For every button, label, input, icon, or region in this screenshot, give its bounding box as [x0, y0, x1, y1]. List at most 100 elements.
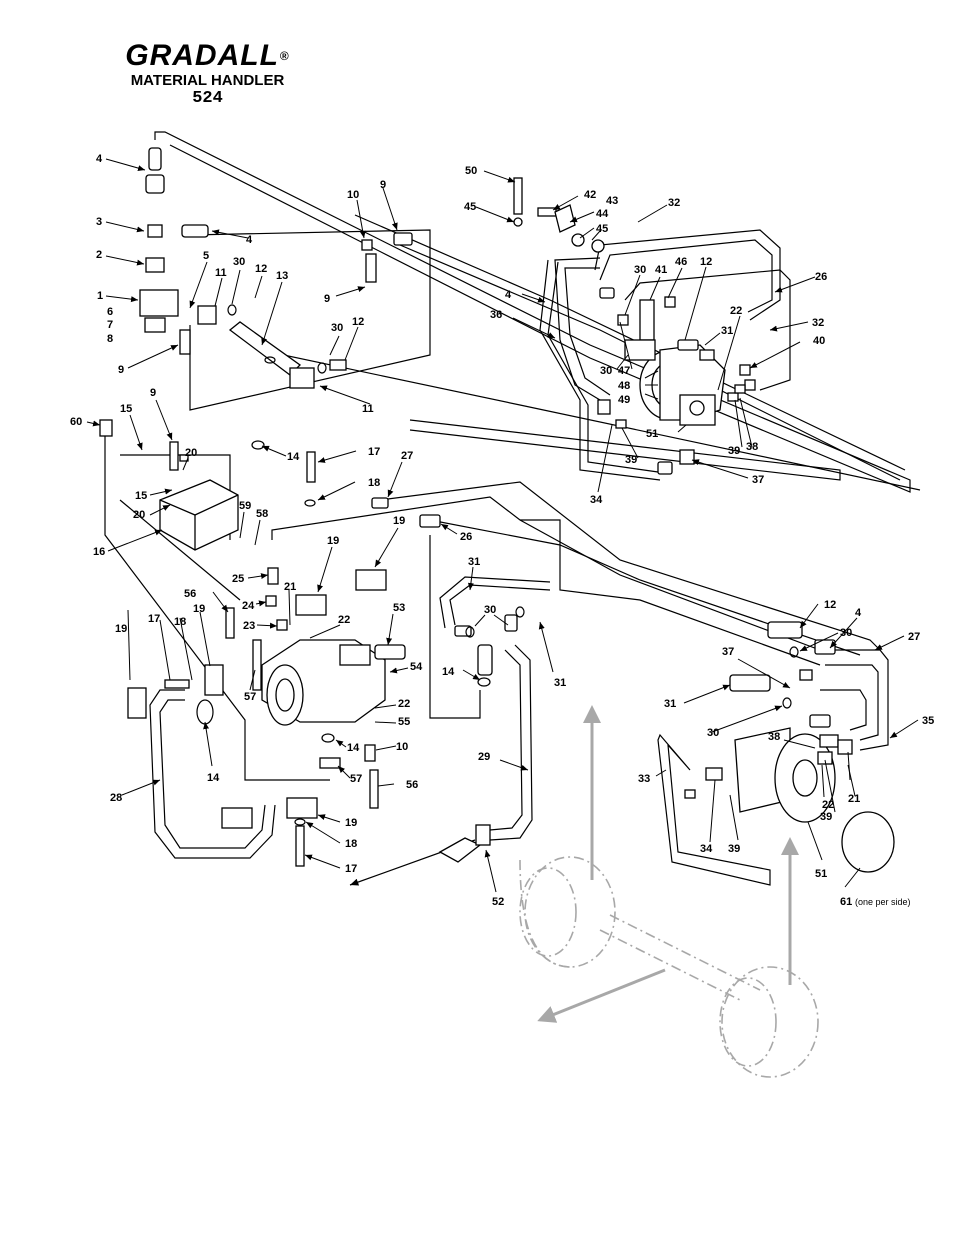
callout-label: 51: [815, 868, 827, 880]
callout-label: 20: [133, 509, 145, 521]
callout-label: 19: [327, 535, 339, 547]
callout-label: 30: [233, 256, 245, 268]
brand-logo: GRADALL®: [100, 40, 315, 72]
callout-label: 25: [232, 573, 244, 585]
callout-label: 22: [730, 305, 742, 317]
callout-label: 45: [596, 223, 608, 235]
callout-label: 56: [406, 779, 418, 791]
callout-label: 27: [401, 450, 413, 462]
callout-label: 44: [596, 208, 609, 220]
callout-label: 8: [107, 333, 113, 345]
callout-label: 6: [107, 306, 113, 318]
callout-label: 52: [492, 896, 504, 908]
callout-label: 9: [118, 364, 124, 376]
product-name: MATERIAL HANDLER: [130, 72, 285, 89]
callout-label: 31: [721, 325, 733, 337]
callout-label: 50: [465, 165, 477, 177]
callout-label: 36: [490, 309, 502, 321]
direction-arrows: [537, 705, 799, 1023]
diagram-header: GRADALL® MATERIAL HANDLER 524: [100, 40, 315, 108]
callout-label: 10: [347, 189, 359, 201]
callout-label: 37: [722, 646, 734, 658]
callout-label: 16: [93, 546, 105, 558]
callout-label: 19: [393, 515, 405, 527]
callout-label: 35: [922, 715, 934, 727]
callout-label: 30: [331, 322, 343, 334]
callout-label: 48: [618, 380, 630, 392]
callout-label: 11: [215, 267, 227, 279]
callout-label: 28: [110, 792, 122, 804]
callout-label: 4: [96, 153, 103, 165]
callout-label: 9: [380, 179, 386, 191]
callout-label: 42: [584, 189, 596, 201]
callout-label: 21: [284, 581, 296, 593]
callout-label: 45: [464, 201, 476, 213]
callout-label: 21: [848, 793, 860, 805]
callout-label: 12: [700, 256, 712, 268]
callout-label: 20: [185, 447, 197, 459]
callout-label: 4: [246, 234, 253, 246]
callout-label: 19: [115, 623, 127, 635]
callout-label: 30: [634, 264, 646, 276]
callout-label: 38: [746, 441, 758, 453]
hoses: [149, 229, 791, 859]
callout-label: 51: [646, 428, 658, 440]
callout-label: 22: [398, 698, 410, 710]
callout-label: 5: [203, 250, 209, 262]
callout-label: 54: [410, 661, 423, 673]
callout-label: 2: [96, 249, 102, 261]
callout-label: 30: [600, 365, 612, 377]
callout-label: 22: [338, 614, 350, 626]
callout-label: 30: [484, 604, 496, 616]
callout-label: 17: [345, 863, 357, 875]
callout-label: 23: [243, 620, 255, 632]
callout-labels: 4 3 2 1 6 7 8 9 4 5 11 30 12 13 30 12 11…: [70, 153, 934, 908]
callout-label: 14: [442, 666, 455, 678]
callout-label: 39: [625, 454, 637, 466]
callout-label: 30: [840, 627, 852, 639]
callout-label: 4: [855, 607, 862, 619]
callout-label: 9: [324, 293, 330, 305]
callout-label: 14: [347, 742, 360, 754]
callout-label: 46: [675, 256, 687, 268]
callout-label: 39: [728, 843, 740, 855]
callout-label: 55: [398, 716, 410, 728]
callout-label: 17: [368, 446, 380, 458]
callout-label: 60: [70, 416, 82, 428]
callout-leaders: [86, 158, 919, 893]
callout-label: 18: [368, 477, 380, 489]
callout-label: 29: [478, 751, 490, 763]
callout-label: 56: [184, 588, 196, 600]
callout-label: 39: [820, 811, 832, 823]
callout-label: 47: [618, 365, 630, 377]
callout-label: 31: [468, 556, 480, 568]
callout-label: 40: [813, 335, 825, 347]
axle-phantom: [519, 856, 819, 1078]
components: [99, 147, 895, 873]
callout-label: 12: [255, 263, 267, 275]
callout-label: 19: [193, 603, 205, 615]
callout-label: 18: [174, 616, 186, 628]
callout-label: 27: [908, 631, 920, 643]
callout-label: 15: [120, 403, 132, 415]
callout-label: 58: [256, 508, 268, 520]
callout-label: 34: [590, 494, 603, 506]
callout-label: 43: [606, 195, 618, 207]
callout-label: 38: [768, 731, 780, 743]
callout-label: 49: [618, 394, 630, 406]
brand-name: GRADALL: [125, 39, 279, 72]
callout-label: 32: [812, 317, 824, 329]
callout-label: 26: [815, 271, 827, 283]
callout-label: 31: [554, 677, 566, 689]
callout-label: 11: [362, 403, 374, 415]
callout-label: 7: [107, 319, 113, 331]
callout-label: 57: [350, 773, 362, 785]
callout-label: 13: [276, 270, 288, 282]
callout-label: 61: [840, 896, 852, 908]
registered-mark: ®: [279, 49, 290, 63]
callout-label: 12: [352, 316, 364, 328]
model-number: 524: [192, 89, 223, 108]
callout-label: 3: [96, 216, 102, 228]
callout-label: 10: [396, 741, 408, 753]
